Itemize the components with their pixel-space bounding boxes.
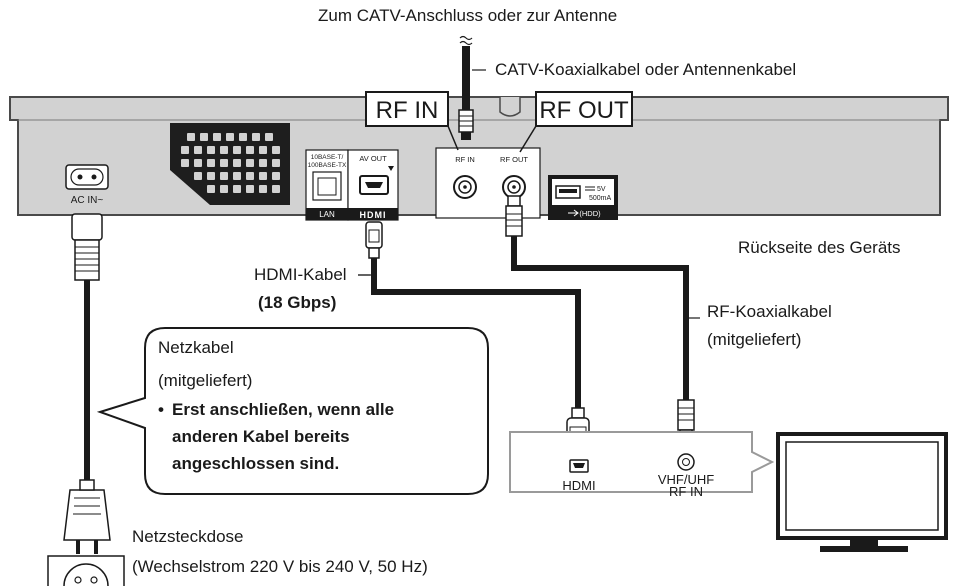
av-out-label: AV OUT [359,154,387,163]
usb-voltage-label: 5V [597,186,606,193]
lan-port [312,171,342,201]
antenna-source-label: Zum CATV-Anschluss oder zur Antenne [318,6,618,25]
rf-in-big-label: RF IN [376,97,439,124]
callout-subtitle: (mitgeliefert) [158,371,253,390]
lan-spec-label-1: 10BASE-T/ [311,154,344,161]
rf-out-big-label: RF OUT [539,97,629,124]
rf-coax-cable [505,195,700,443]
hdmi-logo-label: HDMI [360,210,387,220]
tv-vhf-label-2: RF IN [669,484,703,499]
rf-out-small-label: RF OUT [500,155,528,164]
catv-cable-label: CATV-Koaxialkabel oder Antennenkabel [495,60,797,79]
callout-title: Netzkabel [158,338,234,357]
usb-icon [568,209,579,217]
tv-input-box: HDMI VHF/UHF RF IN [509,431,775,499]
callout-note-line-2: anderen Kabel bereits [172,427,350,446]
ac-in-label: AC IN~ [71,195,104,206]
rf-block: RF IN RF OUT [435,147,541,219]
power-cable [63,213,111,554]
tv-hdmi-label: HDMI [562,478,595,493]
rf-coax-label-1: RF-Koaxialkabel [707,302,832,321]
television [776,432,948,552]
lan-hdmi-block: 10BASE-T/ 100BASE-TX LAN AV OUT HDMI [305,149,399,221]
callout-bullet: • [158,400,164,419]
rf-coax-label-2: (mitgeliefert) [707,330,802,349]
hdmi-cable-label: HDMI-Kabel [254,265,347,284]
rf-out-big-callout: RF OUT [519,91,633,153]
usb-current-label: 500mA [589,195,612,202]
outlet-label-2: (Wechselstrom 220 V bis 240 V, 50 Hz) [132,557,428,576]
power-cord-callout [96,327,489,495]
rear-of-unit-label: Rückseite des Geräts [738,238,901,257]
tv-vhf-label-1: VHF/UHF [658,472,714,487]
lan-label: LAN [319,210,335,219]
ac-in-socket: AC IN~ [65,164,109,206]
outlet-label-1: Netzsteckdose [132,527,244,546]
usb-hdd-label: (HDD) [579,209,601,218]
lan-spec-label-2: 100BASE-TX [308,162,347,169]
fan-grille [170,123,290,205]
antenna-cable [458,35,486,140]
wall-outlet [47,555,125,586]
hdmi-speed-label: (18 Gbps) [258,293,337,312]
callout-note-line-3: angeschlossen sind. [172,454,340,473]
rf-in-big-callout: RF IN [365,91,459,151]
usb-block: 5V 500mA (HDD) [548,175,618,220]
rf-in-small-label: RF IN [455,155,475,164]
callout-note-line-1: Erst anschließen, wenn alle [172,400,395,419]
